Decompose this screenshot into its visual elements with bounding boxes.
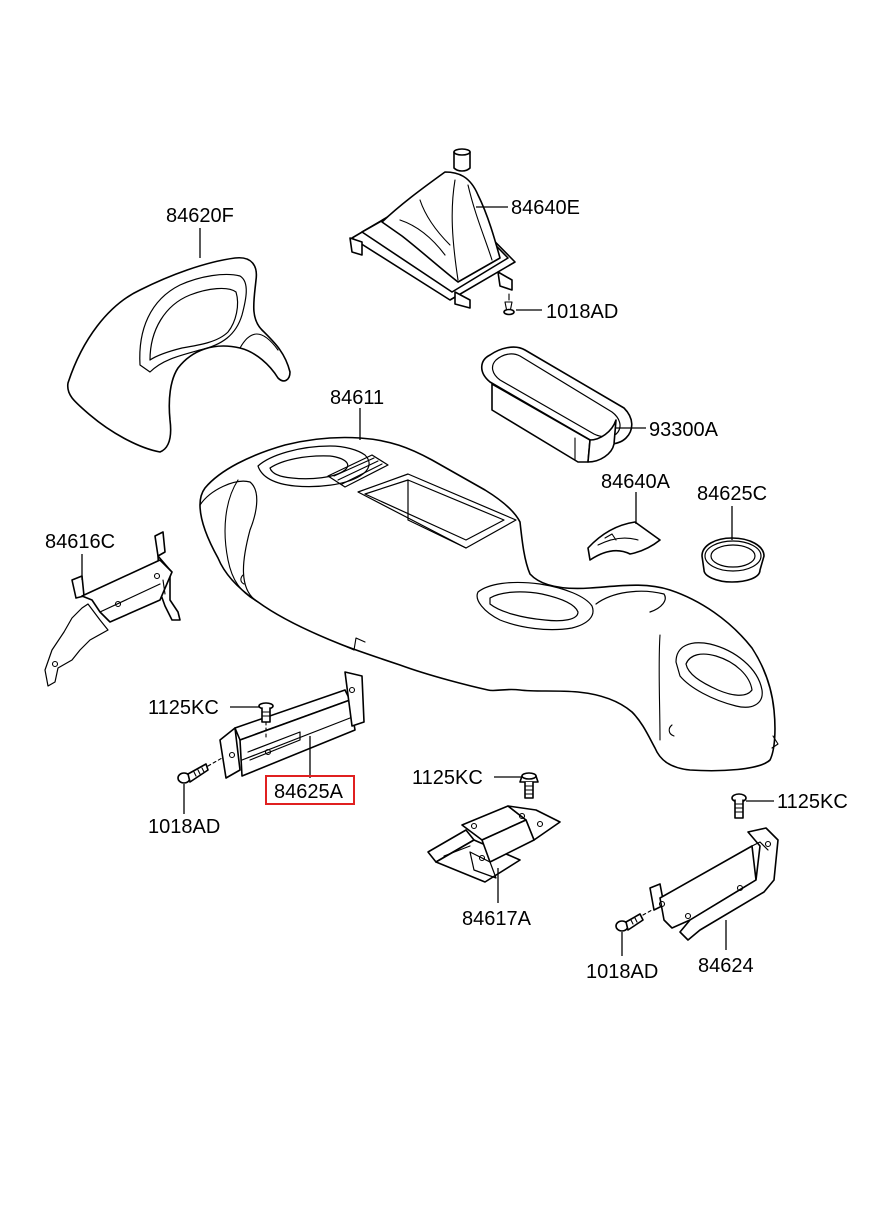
part-84640e-shift-boot[interactable] [349, 148, 516, 309]
screw-1018ad-top[interactable] [503, 293, 515, 316]
bolt-1125kc-right[interactable] [731, 793, 747, 819]
part-84616c-bracket[interactable] [44, 531, 181, 687]
part-labels: 84620F 84640E 1018AD 84611 93300A 84640A… [45, 197, 848, 983]
part-84625a-bracket[interactable] [219, 671, 365, 779]
label-84611[interactable]: 84611 [330, 387, 384, 409]
part-93300a-tray[interactable] [480, 346, 633, 463]
label-84640a[interactable]: 84640A [601, 471, 671, 493]
label-84620f[interactable]: 84620F [166, 205, 234, 227]
highlight-box-84625a [265, 775, 355, 805]
label-1125kc-mid[interactable]: 1125KC [412, 767, 483, 789]
part-84617a-bracket[interactable] [427, 805, 561, 883]
label-1125kc-right[interactable]: 1125KC [777, 791, 848, 813]
label-1018ad-top[interactable]: 1018AD [546, 301, 618, 323]
bolt-1125kc-left[interactable] [258, 702, 274, 741]
label-84640e[interactable]: 84640E [511, 197, 580, 219]
label-84617a[interactable]: 84617A [462, 908, 532, 930]
leader-lines [81, 206, 774, 956]
part-84620f-hood[interactable] [66, 256, 291, 453]
part-84625c-ring[interactable] [701, 537, 765, 583]
part-84640a-cover[interactable] [587, 521, 661, 561]
label-1125kc-left[interactable]: 1125KC [148, 697, 219, 719]
label-84616c[interactable]: 84616C [45, 531, 115, 553]
screw-1018ad-right[interactable] [615, 909, 653, 932]
label-1018ad-right[interactable]: 1018AD [586, 961, 658, 983]
bolt-1125kc-mid[interactable] [519, 772, 539, 799]
label-84625c[interactable]: 84625C [697, 483, 767, 505]
screw-1018ad-left[interactable] [177, 757, 223, 784]
label-84625a[interactable]: 84625A [274, 781, 344, 803]
part-84611-console[interactable] [199, 436, 779, 772]
label-84624[interactable]: 84624 [698, 955, 754, 977]
label-1018ad-left[interactable]: 1018AD [148, 816, 220, 838]
part-84624-bracket[interactable] [649, 827, 779, 941]
label-93300a[interactable]: 93300A [649, 419, 719, 441]
